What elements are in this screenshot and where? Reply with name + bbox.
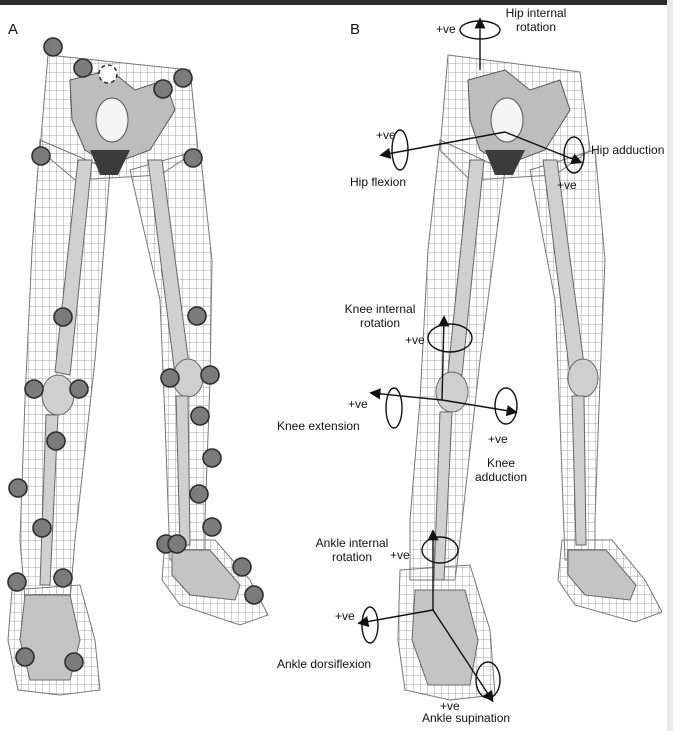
knee-internal-rotation-ve: +ve bbox=[405, 333, 425, 347]
right-border bbox=[667, 0, 673, 731]
marker bbox=[54, 569, 72, 587]
marker bbox=[203, 449, 221, 467]
marker bbox=[174, 69, 192, 87]
marker bbox=[161, 369, 179, 387]
ankle-internal-rotation-label: Ankle internal rotation bbox=[306, 536, 398, 564]
panel-b-label: B bbox=[350, 21, 360, 38]
marker bbox=[154, 80, 172, 98]
marker bbox=[25, 380, 43, 398]
hip-internal-rotation-ve: +ve bbox=[436, 22, 456, 36]
marker bbox=[70, 380, 88, 398]
hip-flexion-label: Hip flexion bbox=[350, 175, 406, 189]
knee-adduction-ve: +ve bbox=[488, 432, 508, 446]
hip-adduction-label: Hip adduction bbox=[591, 143, 664, 157]
marker bbox=[201, 366, 219, 384]
knee-extension-ve: +ve bbox=[348, 397, 368, 411]
ankle-dorsiflexion-label: Ankle dorsiflexion bbox=[277, 657, 371, 671]
ankle-dorsiflexion-ve: +ve bbox=[335, 609, 355, 623]
hip-flexion-ve: +ve bbox=[376, 128, 396, 142]
marker bbox=[16, 648, 34, 666]
marker bbox=[9, 479, 27, 497]
marker bbox=[47, 432, 65, 450]
marker bbox=[32, 147, 50, 165]
marker-dashed bbox=[99, 65, 117, 83]
marker bbox=[245, 586, 263, 604]
marker bbox=[65, 653, 83, 671]
marker bbox=[74, 59, 92, 77]
marker bbox=[203, 518, 221, 536]
marker bbox=[44, 38, 62, 56]
marker bbox=[54, 308, 72, 326]
marker bbox=[191, 407, 209, 425]
knee-adduction-label: Knee adduction bbox=[466, 456, 536, 484]
marker bbox=[188, 307, 206, 325]
marker bbox=[168, 535, 186, 553]
knee-internal-rotation-label: Knee internal rotation bbox=[334, 302, 426, 330]
marker bbox=[184, 149, 202, 167]
marker bbox=[233, 558, 251, 576]
ankle-supination-label: Ankle supination bbox=[422, 711, 510, 725]
knee-extension-label: Knee extension bbox=[277, 419, 360, 433]
ankle-internal-rotation-ve: +ve bbox=[390, 548, 410, 562]
marker bbox=[8, 573, 26, 591]
panel-a-label: A bbox=[8, 21, 18, 38]
hip-adduction-ve: +ve bbox=[557, 178, 577, 192]
marker bbox=[33, 519, 51, 537]
hip-internal-rotation-label: Hip internal rotation bbox=[490, 6, 582, 34]
marker bbox=[190, 485, 208, 503]
